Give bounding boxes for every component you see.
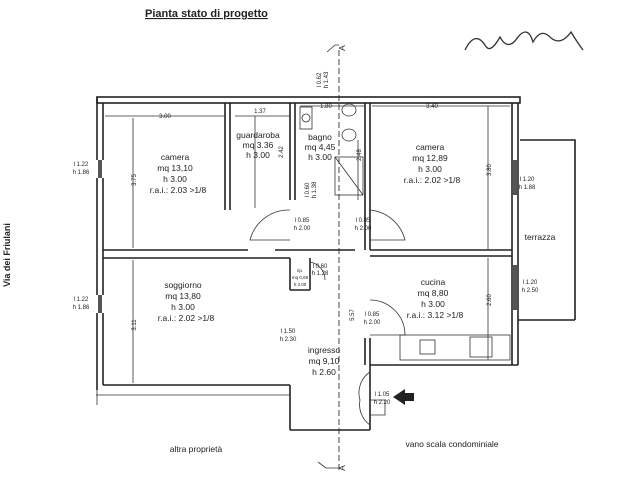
svg-text:3.75: 3.75 [132, 174, 138, 186]
svg-text:l 0.60: l 0.60 [305, 182, 311, 197]
svg-text:l 1.05: l 1.05 [375, 392, 390, 398]
svg-text:cucina: cucina [421, 277, 446, 287]
other-property-label: altra proprietà [170, 444, 223, 454]
terrace-label: terrazza [525, 232, 556, 242]
svg-text:guardaroba: guardaroba [236, 130, 280, 140]
street-label: Via dei Friulani [2, 223, 12, 287]
svg-text:camera: camera [161, 152, 190, 162]
svg-text:camera: camera [416, 142, 445, 152]
svg-text:h 2.60: h 2.60 [312, 367, 336, 377]
opening-labels: l 1.22 h 1.86 l 1.22 h 1.86 l 1.20 h 1.88 l… [73, 71, 539, 406]
room-ingresso: ingresso mq 9,10 h 2.60 [308, 345, 340, 377]
svg-text:h 3.00: h 3.00 [418, 164, 442, 174]
room-camera-2: camera mq 12,89 h 3.00 r.a.i.: 2.02 >1/8 [404, 142, 461, 185]
section-line-a: A A [317, 44, 347, 471]
svg-text:h 1.86: h 1.86 [73, 305, 90, 311]
svg-text:h 3.00: h 3.00 [421, 299, 445, 309]
svg-text:mq 13,10: mq 13,10 [157, 163, 193, 173]
svg-text:2.42: 2.42 [279, 146, 285, 158]
svg-text:l 1.20: l 1.20 [523, 280, 538, 286]
svg-text:r.a.i.: 3.12 >1/8: r.a.i.: 3.12 >1/8 [407, 310, 464, 320]
svg-text:3.40: 3.40 [426, 104, 438, 110]
svg-text:l 1.22: l 1.22 [74, 162, 89, 168]
svg-text:l 0.85: l 0.85 [356, 218, 371, 224]
svg-text:h 3.00: h 3.00 [246, 150, 270, 160]
svg-text:mq 8,80: mq 8,80 [418, 288, 449, 298]
svg-text:mq 3.36: mq 3.36 [243, 140, 274, 150]
svg-text:l 1.50: l 1.50 [281, 329, 296, 335]
svg-text:h 1.43: h 1.43 [324, 71, 330, 88]
svg-text:5.57: 5.57 [350, 309, 356, 321]
svg-text:h 2.00: h 2.00 [355, 226, 372, 232]
room-soggiorno: soggiorno mq 13,80 h 3.00 r.a.i.: 2.02 >… [158, 280, 215, 323]
windows [98, 160, 517, 313]
room-cucina: cucina mq 8,80 h 3.00 r.a.i.: 3.12 >1/8 [407, 277, 464, 320]
room-camera-1: camera mq 13,10 h 3.00 r.a.i.: 2.03 >1/8 [150, 152, 207, 195]
svg-text:l 1.20: l 1.20 [520, 177, 535, 183]
walls [96, 96, 576, 431]
svg-text:h 1.38: h 1.38 [312, 181, 318, 198]
svg-text:2.60: 2.60 [487, 294, 493, 306]
svg-text:mq 4,45: mq 4,45 [305, 142, 336, 152]
svg-text:l 0.62: l 0.62 [317, 72, 323, 87]
svg-text:3.00: 3.00 [159, 114, 171, 120]
svg-text:A: A [337, 465, 347, 471]
room-ripostiglio: rip. mq 0,69 h 3.00 [292, 268, 309, 287]
svg-text:h 3.00: h 3.00 [171, 302, 195, 312]
entrance-arrow-icon [393, 389, 414, 405]
svg-text:2.48: 2.48 [357, 149, 363, 161]
svg-text:mq 9,10: mq 9,10 [309, 356, 340, 366]
kitchen-counter [399, 334, 511, 361]
svg-text:bagno: bagno [308, 132, 332, 142]
svg-text:h 3.00: h 3.00 [308, 152, 332, 162]
room-bagno: bagno mq 4,45 h 3.00 [305, 132, 336, 162]
svg-text:h 1.28: h 1.28 [312, 271, 329, 277]
svg-text:r.a.i.: 2.03 >1/8: r.a.i.: 2.03 >1/8 [150, 185, 207, 195]
svg-text:l 1.22: l 1.22 [74, 297, 89, 303]
door-swings [249, 209, 406, 426]
svg-text:ingresso: ingresso [308, 345, 340, 355]
svg-text:rip.: rip. [297, 268, 303, 273]
svg-text:soggiorno: soggiorno [164, 280, 202, 290]
svg-text:h 2.00: h 2.00 [364, 320, 381, 326]
svg-text:h 3.00: h 3.00 [294, 282, 307, 287]
svg-text:1.80: 1.80 [320, 104, 332, 110]
svg-text:3.11: 3.11 [132, 319, 138, 331]
svg-text:l 0.85: l 0.85 [295, 218, 310, 224]
svg-text:1.37: 1.37 [254, 109, 266, 115]
room-guardaroba: guardaroba mq 3.36 h 3.00 [236, 130, 280, 160]
svg-text:l 0.85: l 0.85 [365, 312, 380, 318]
plan-title: Pianta stato di progetto [145, 8, 268, 20]
signature [464, 30, 584, 51]
svg-text:A: A [337, 45, 347, 51]
bathroom-fixtures [299, 103, 364, 196]
dimension-lines: 3.00 1.37 1.80 3.40 3.75 2.42 2.48 3.80 … [105, 104, 510, 383]
svg-text:h 2.20: h 2.20 [374, 400, 391, 406]
svg-text:r.a.i.: 2.02 >1/8: r.a.i.: 2.02 >1/8 [158, 313, 215, 323]
svg-text:mq 12,89: mq 12,89 [412, 153, 448, 163]
svg-text:h 1.86: h 1.86 [73, 170, 90, 176]
svg-text:h 1.88: h 1.88 [519, 185, 536, 191]
svg-text:h 2.50: h 2.50 [522, 288, 539, 294]
svg-text:l 0.60: l 0.60 [313, 264, 328, 270]
svg-text:h 3.00: h 3.00 [163, 174, 187, 184]
svg-text:3.80: 3.80 [487, 164, 493, 176]
svg-text:r.a.i.: 2.02 >1/8: r.a.i.: 2.02 >1/8 [404, 175, 461, 185]
svg-text:h 2.30: h 2.30 [280, 337, 297, 343]
svg-text:mq 0,69: mq 0,69 [292, 275, 309, 280]
stairwell-label: vano scala condominiale [405, 439, 498, 449]
svg-text:h 2.00: h 2.00 [294, 226, 311, 232]
svg-text:mq 13,80: mq 13,80 [165, 291, 201, 301]
